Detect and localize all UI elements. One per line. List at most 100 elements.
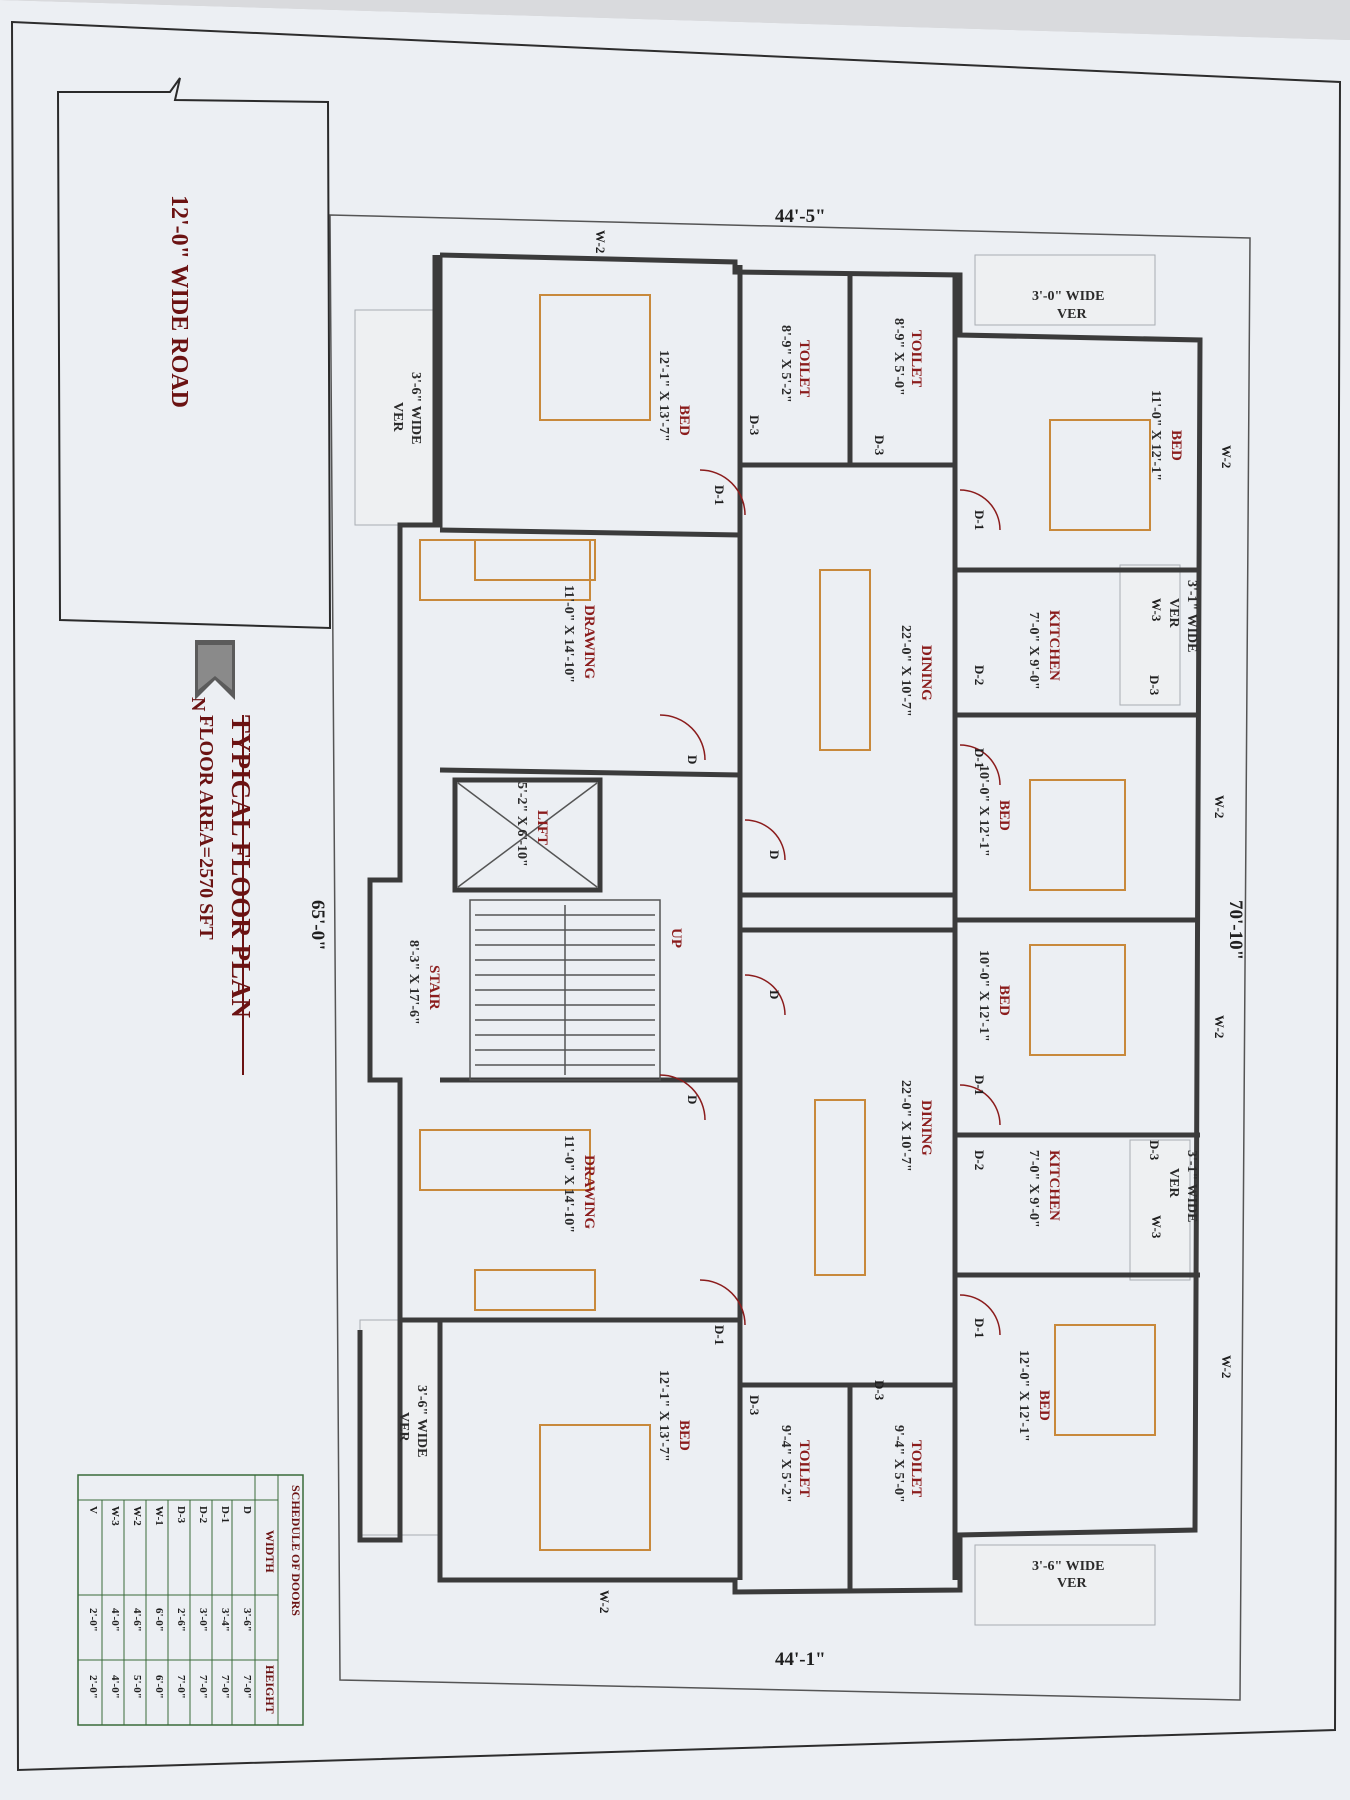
sched-r0-c0: D <box>241 1506 253 1514</box>
room-toilet-b2-size: 9'-4" X 5'-0" <box>891 1425 906 1503</box>
room-toilet-t2: TOILET <box>908 330 924 387</box>
tag-w2-c: W-2 <box>1219 445 1234 468</box>
room-toilet-b2: TOILET <box>908 1440 924 1497</box>
building-walls <box>357 252 1203 1595</box>
sched-r6-c2: 4'-0" <box>109 1675 121 1699</box>
stair-treads <box>475 905 655 1075</box>
sched-r2-c1: 3'-0" <box>197 1608 209 1632</box>
room-kitchen-t: KITCHEN <box>1046 610 1062 681</box>
sched-r7-c2: 2'-0" <box>87 1675 99 1699</box>
room-bed-tl-size: 12'-1" X 13'-7" <box>656 350 671 442</box>
tag-d1-e: D-1 <box>972 1075 987 1095</box>
tag-d1-f: D-1 <box>972 1318 987 1338</box>
sched-r3-c0: D-3 <box>175 1506 187 1524</box>
room-bed-mr2: BED <box>996 985 1012 1016</box>
room-bed-br-size: 12'-0" X 12'-1" <box>1016 1350 1031 1442</box>
tag-d3-a: D-3 <box>747 415 762 436</box>
room-kitchen-t-size: 7'-0" X 9'-0" <box>1026 612 1041 690</box>
ver-tr-name: VER <box>1057 307 1087 322</box>
room-lift-size: 5'-2" X 6'-10" <box>514 782 529 867</box>
sched-r4-c2: 6'-0" <box>153 1675 165 1699</box>
tag-w3-b: W-3 <box>1149 1215 1164 1239</box>
room-bed-bl: BED <box>676 1420 692 1451</box>
schedule-head-height: HEIGHT <box>263 1665 277 1714</box>
sched-r2-c0: D-2 <box>197 1506 209 1524</box>
ver-tl-size: 3'-6" WIDE <box>408 372 423 444</box>
dim-bottom: 44'-1" <box>775 1649 826 1670</box>
ver-bl-size: 3'-6" WIDE <box>414 1385 429 1457</box>
north-label: N <box>187 697 209 712</box>
room-bed-mr1: BED <box>996 800 1012 831</box>
lift-cross <box>457 782 598 888</box>
floor-area: FLOOR AREA=2570 SFT <box>195 715 217 940</box>
sched-r5-c1: 4'-6" <box>131 1608 143 1632</box>
tag-d1-b: D-1 <box>712 1325 727 1345</box>
room-bed-bl-size: 12'-1" X 13'-7" <box>656 1370 671 1462</box>
north-arrow-icon <box>195 640 235 700</box>
sched-r0-c1: 3'-6" <box>241 1608 253 1632</box>
ver-k2-name: VER <box>1166 1168 1181 1198</box>
sched-r1-c1: 3'-4" <box>219 1608 231 1632</box>
tag-d1-a: D-1 <box>712 485 727 505</box>
ver-k1-name: VER <box>1166 598 1181 628</box>
room-drawing-b-size: 11'-0" X 14'-10" <box>561 1135 576 1233</box>
sched-r7-c1: 2'-0" <box>87 1608 99 1632</box>
sched-r4-c1: 6'-0" <box>153 1608 165 1632</box>
dim-left: 65'-0" <box>307 900 328 951</box>
room-drawing-b: DRAWING <box>581 1155 597 1230</box>
sched-r5-c2: 5'-0" <box>131 1675 143 1699</box>
ver-br-name: VER <box>1057 1576 1087 1591</box>
sched-r3-c1: 2'-6" <box>175 1608 187 1632</box>
schedule-head-width: WIDTH <box>263 1530 277 1573</box>
tag-d3-e: D-3 <box>1147 675 1162 696</box>
ver-tl-name: VER <box>390 402 405 432</box>
room-stair-size: 8'-3" X 17'-6" <box>406 940 421 1025</box>
room-dining-t: DINING <box>918 645 934 701</box>
room-dining-b-size: 22'-0" X 10'-7" <box>898 1080 913 1172</box>
tag-d3-f: D-3 <box>1147 1140 1162 1161</box>
sched-r7-c0: V <box>87 1506 99 1514</box>
room-bed-mr2-size: 10'-0" X 12'-1" <box>976 950 991 1042</box>
tag-d-d: D <box>685 1095 700 1104</box>
room-bed-tr-size: 11'-0" X 12'-1" <box>1148 390 1163 481</box>
sched-r1-c2: 7'-0" <box>219 1675 231 1699</box>
plot-boundary <box>329 214 1251 1701</box>
room-toilet-t1: TOILET <box>796 340 812 397</box>
tag-d1-c: D-1 <box>972 510 987 530</box>
tag-w2-a: W-2 <box>593 230 608 253</box>
tag-w2-b: W-2 <box>597 1590 612 1613</box>
door-schedule <box>77 1474 304 1726</box>
tag-d-c: D <box>767 990 782 999</box>
sched-r5-c0: W-2 <box>131 1506 143 1526</box>
ver-bl-name: VER <box>396 1412 411 1442</box>
dim-right: 70'-10" <box>1225 900 1246 960</box>
room-bed-tr: BED <box>1168 430 1184 461</box>
sheet-border <box>10 20 1342 1772</box>
room-bed-br: BED <box>1036 1390 1052 1421</box>
room-bed-mr1-size: 10'-0" X 12'-1" <box>976 765 991 857</box>
sched-r3-c2: 7'-0" <box>175 1675 187 1699</box>
sched-r6-c1: 4'-0" <box>109 1608 121 1632</box>
tag-d2-b: D-2 <box>972 1150 987 1170</box>
tag-d3-b: D-3 <box>872 435 887 456</box>
room-toilet-b1: TOILET <box>796 1440 812 1497</box>
plan-title: TYPICAL FLOOR PLAN <box>226 715 256 1019</box>
tag-d3-c: D-3 <box>747 1395 762 1416</box>
room-toilet-b1-size: 9'-4" X 5'-2" <box>778 1425 793 1503</box>
tag-w2-e: W-2 <box>1212 1015 1227 1038</box>
door-tags <box>659 469 1001 1336</box>
room-stair: STAIR <box>426 965 442 1010</box>
tag-w2-d: W-2 <box>1212 795 1227 818</box>
sched-r6-c0: W-3 <box>109 1506 121 1526</box>
sched-r4-c0: W-1 <box>153 1506 165 1526</box>
road-block <box>56 77 332 630</box>
room-kitchen-b-size: 7'-0" X 9'-0" <box>1026 1150 1041 1228</box>
schedule-title: SCHEDULE OF DOORS <box>289 1485 303 1616</box>
tag-d1-d: D-1 <box>972 748 987 768</box>
room-dining-t-size: 22'-0" X 10'-7" <box>898 625 913 717</box>
tag-w2-f: W-2 <box>1219 1355 1234 1378</box>
tag-d3-d: D-3 <box>872 1380 887 1401</box>
room-bed-tl: BED <box>676 405 692 436</box>
